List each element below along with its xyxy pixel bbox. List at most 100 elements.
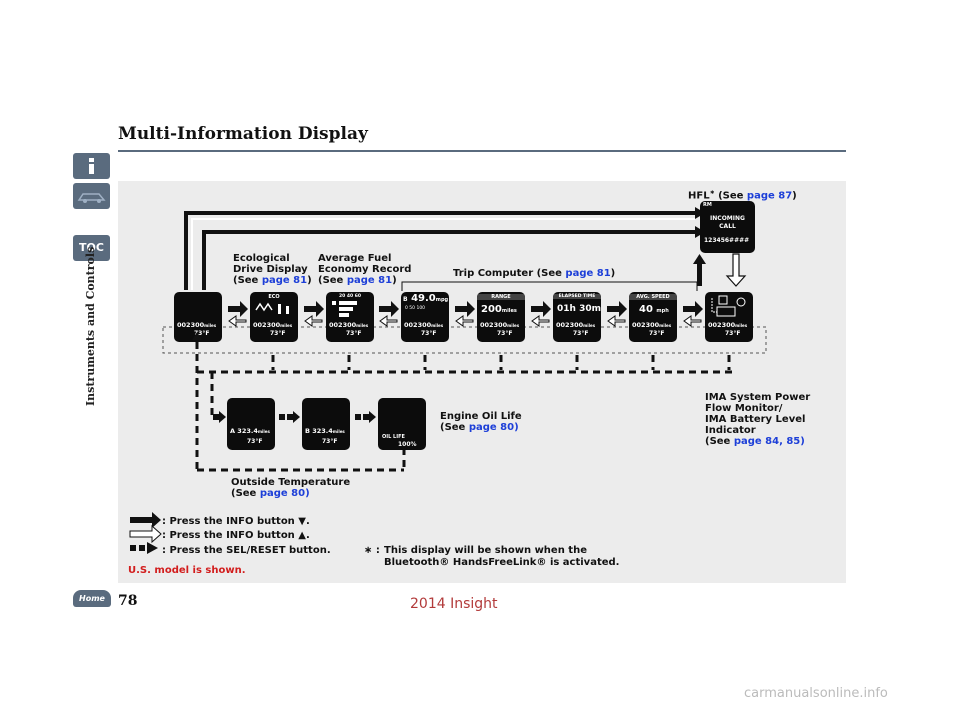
legend-info-up: : Press the INFO button ▲. [162, 530, 310, 541]
footnote-mark: ∗ : [364, 545, 380, 556]
display-trip-a: A 323.4miles 73°F [227, 398, 275, 450]
odo-value: 002300 [480, 321, 508, 329]
temp-value: 73°F [649, 330, 665, 337]
car-icon[interactable] [73, 183, 110, 209]
temp-value: 73°F [421, 330, 437, 337]
display-ima-monitor: 002300miles 73°F [705, 292, 753, 342]
temp-value: 73°F [322, 438, 338, 445]
hfl-close: ) [792, 190, 797, 202]
display-eco-drive: ECO 002300miles 73°F [250, 292, 298, 342]
eco-see: (See [233, 275, 262, 286]
display-avg-speed: AVG. SPEED 40 mph 002300miles 73°F [629, 292, 677, 342]
oil-value: 100% [398, 441, 417, 448]
odo-value: 002300 [253, 321, 281, 329]
trip-a-value: A 323.4 [230, 427, 258, 435]
ima-line3: IMA Battery Level [705, 414, 806, 425]
temp-value: 73°F [247, 438, 263, 445]
temp-see: (See [231, 488, 260, 499]
odo-unit: miles [735, 323, 748, 328]
speed-value: 40 [639, 304, 653, 315]
odo-unit: miles [583, 323, 596, 328]
eco-line2: Drive Display [233, 264, 308, 275]
ima-label: IMA System Power Flow Monitor/ IMA Batte… [705, 392, 810, 447]
ima-see: (See [705, 436, 734, 447]
oil-header: OIL LIFE [382, 434, 405, 440]
ima-line1: IMA System Power [705, 392, 811, 403]
hfl-number: 123456#### [704, 237, 750, 244]
page-number: 78 [118, 593, 138, 609]
range-value: 200 [481, 304, 502, 315]
display-hfl-incoming-call: RM INCOMING CALL 123456#### [700, 201, 755, 253]
display-avg-fuel-record: 20 40 60 002300miles 73°F [326, 292, 374, 342]
legend-sel-reset: : Press the SEL/RESET button. [162, 545, 331, 556]
trip-computer-label: Trip Computer (See page 81) [453, 268, 615, 279]
ima-page-link[interactable]: page 84, 85) [733, 436, 805, 447]
fuel-label: B [403, 296, 408, 303]
speed-header: AVG. SPEED [629, 294, 677, 300]
eco-header: ECO [268, 294, 280, 300]
odo-value: 002300 [177, 321, 205, 329]
odo-unit: miles [431, 323, 444, 328]
odo-unit: miles [280, 323, 293, 328]
oil-page-link[interactable]: page 80) [468, 422, 519, 433]
hfl-star: ∗ [709, 189, 715, 196]
temp-value: 73°F [194, 330, 210, 337]
fuel-value: 49.0 [411, 293, 436, 304]
odo-value: 002300 [404, 321, 432, 329]
avg-see: (See [318, 275, 347, 286]
us-model-note: U.S. model is shown. [128, 565, 246, 576]
toc-button[interactable]: TOC [73, 235, 110, 261]
odo-unit: miles [356, 323, 369, 328]
eco-page-link[interactable]: page 81 [261, 275, 308, 286]
display-range: RANGE 200miles 002300miles 73°F [477, 292, 525, 342]
elapsed-value: 01h 30m [557, 304, 601, 314]
odo-unit: miles [204, 323, 217, 328]
odo-unit: miles [659, 323, 672, 328]
eco-label: Ecological Drive Display (See page 81) [233, 253, 312, 286]
odo-value: 002300 [708, 321, 736, 329]
info-icon[interactable] [73, 153, 110, 179]
display-instant-fuel: B 49.0mpg 0 50 100 002300miles 73°F [401, 292, 449, 342]
hfl-page-link[interactable]: page 87 [746, 190, 793, 202]
page-title: Multi-Information Display [118, 124, 368, 144]
range-unit: miles [501, 308, 517, 314]
eco-line1: Ecological [233, 253, 290, 264]
temp-page-link[interactable]: page 80) [259, 488, 310, 499]
trip-unit: miles [332, 429, 345, 434]
hfl-incoming: INCOMING [710, 215, 745, 222]
hfl-label: HFL∗ (See page 87) [688, 187, 797, 201]
fuel-unit: mpg [435, 297, 449, 303]
speed-unit: mph [656, 308, 669, 314]
avg-page-link[interactable]: page 81 [346, 275, 393, 286]
home-button[interactable]: Home [73, 590, 111, 607]
temp-label: Outside Temperature (See page 80) [231, 477, 350, 499]
range-header: RANGE [477, 294, 525, 300]
display-trip-b: B 323.4miles 73°F [302, 398, 350, 450]
display-oil-life: OIL LIFE 100% [378, 398, 426, 450]
trip-page-link[interactable]: page 81 [565, 268, 611, 279]
hfl-call: CALL [719, 223, 736, 230]
title-rule [118, 150, 846, 152]
hfl-text: HFL [688, 190, 710, 202]
avg-line2: Economy Record [318, 264, 412, 275]
footnote-line1: This display will be shown when the [384, 545, 587, 556]
odo-value: 002300 [329, 321, 357, 329]
display-elapsed-time: ELAPSED TIME 01h 30m 002300miles 73°F [553, 292, 601, 342]
temp-line1: Outside Temperature [231, 477, 351, 488]
temp-value: 73°F [346, 330, 362, 337]
legend-arrows [129, 512, 162, 554]
avg-line1: Average Fuel [318, 253, 392, 264]
ima-line2: Flow Monitor/ [705, 403, 783, 414]
hfl-top: RM [703, 202, 712, 208]
trip-close: ) [610, 268, 616, 279]
odo-value: 002300 [632, 321, 660, 329]
watermark-site: carmanualsonline.info [744, 686, 888, 701]
temp-value: 73°F [497, 330, 513, 337]
oil-line1: Engine Oil Life [440, 411, 522, 422]
legend-info-down: : Press the INFO button ▼. [162, 516, 310, 527]
elapsed-header: ELAPSED TIME [553, 294, 601, 299]
avg-label: Average Fuel Economy Record (See page 81… [318, 253, 411, 286]
toc-label: TOC [79, 241, 104, 254]
